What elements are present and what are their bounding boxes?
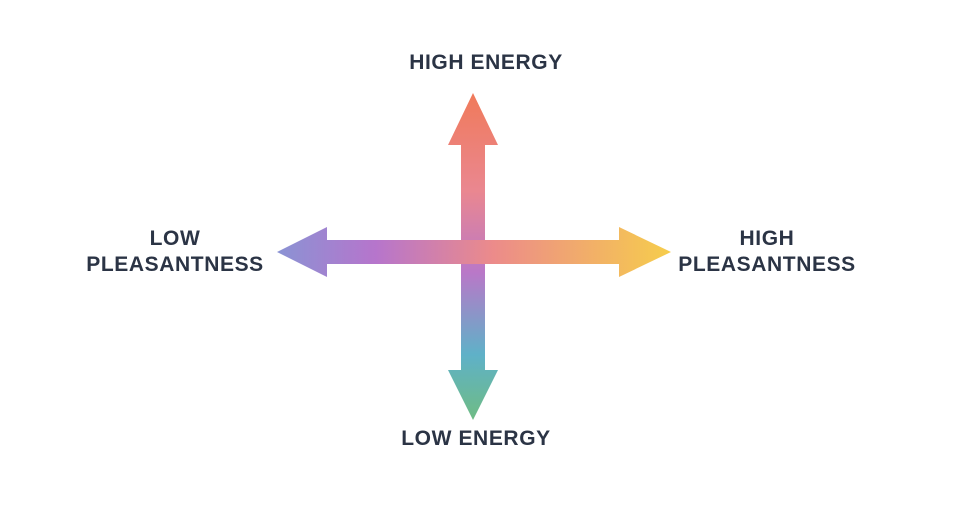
high-pleasantness-line1: HIGH	[739, 227, 795, 250]
low-energy-label: LOW ENERGY	[401, 427, 551, 450]
low-pleasantness-label: LOW PLEASANTNESS	[60, 226, 290, 278]
high-energy-label: HIGH ENERGY	[409, 51, 563, 74]
high-pleasantness-label: HIGH PLEASANTNESS	[652, 226, 882, 278]
pleasantness-axis-arrow	[277, 227, 671, 277]
high-pleasantness-line2: PLEASANTNESS	[678, 253, 856, 276]
low-pleasantness-line2: PLEASANTNESS	[86, 253, 264, 276]
low-pleasantness-line1: LOW	[149, 227, 201, 250]
